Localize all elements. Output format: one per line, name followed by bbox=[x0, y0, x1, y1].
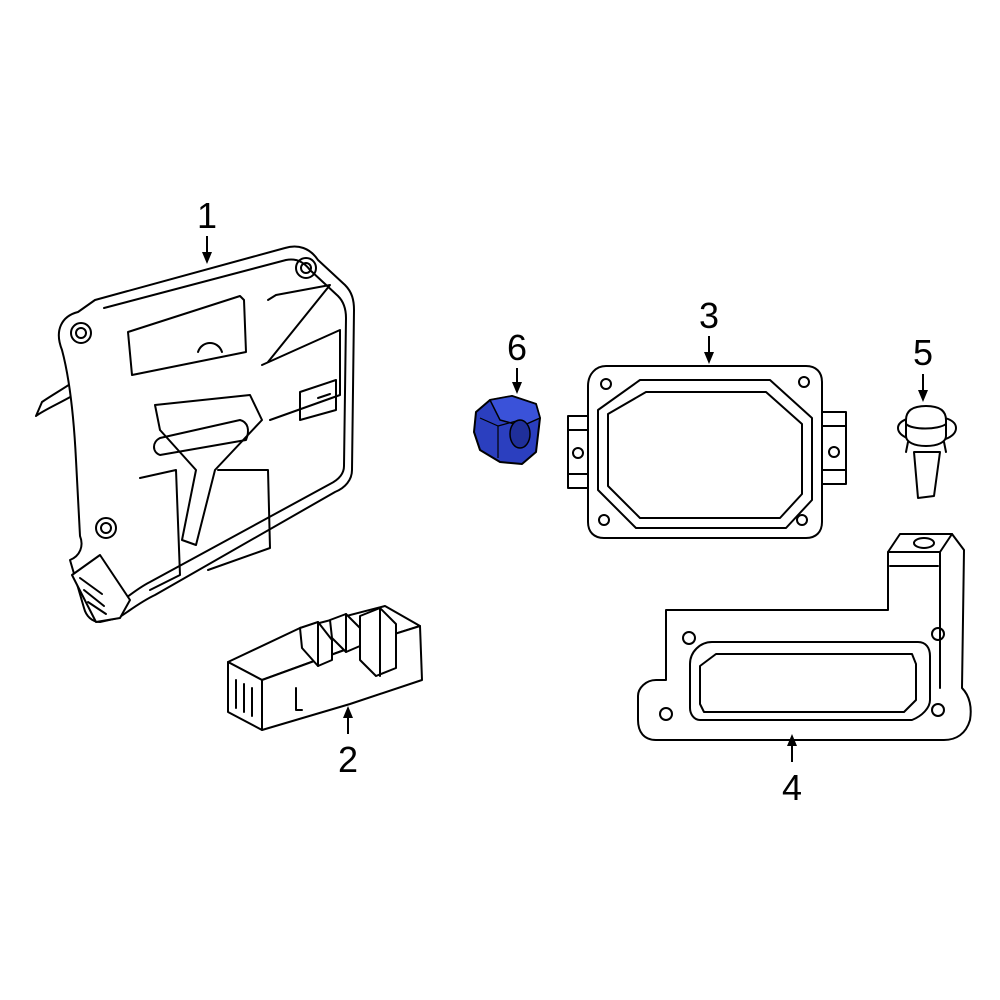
callout-3[interactable]: 3 bbox=[699, 295, 719, 364]
part-2-connector[interactable] bbox=[227, 605, 423, 731]
callout-4[interactable]: 4 bbox=[782, 734, 802, 808]
callout-2-label: 2 bbox=[338, 739, 358, 780]
callout-5-label: 5 bbox=[913, 332, 933, 373]
part-3-module[interactable] bbox=[567, 365, 847, 539]
callout-1[interactable]: 1 bbox=[197, 195, 217, 264]
callout-6-arrowhead bbox=[512, 382, 522, 394]
callout-1-arrowhead bbox=[202, 252, 212, 264]
callout-4-label: 4 bbox=[782, 767, 802, 808]
part-4-bracket[interactable] bbox=[637, 533, 972, 741]
callout-3-arrowhead bbox=[704, 352, 714, 364]
callout-2-arrowhead bbox=[343, 706, 353, 718]
callout-6[interactable]: 6 bbox=[507, 327, 527, 394]
callout-1-label: 1 bbox=[197, 195, 217, 236]
callout-2[interactable]: 2 bbox=[338, 706, 358, 780]
callout-3-label: 3 bbox=[699, 295, 719, 336]
part-6-nut[interactable] bbox=[473, 395, 541, 465]
part-1-module[interactable] bbox=[35, 245, 355, 623]
callout-5[interactable]: 5 bbox=[913, 332, 933, 402]
callout-4-arrowhead bbox=[787, 734, 797, 746]
callout-5-arrowhead bbox=[918, 390, 928, 402]
callout-6-label: 6 bbox=[507, 327, 527, 368]
part-5-pushpin[interactable] bbox=[897, 405, 957, 499]
